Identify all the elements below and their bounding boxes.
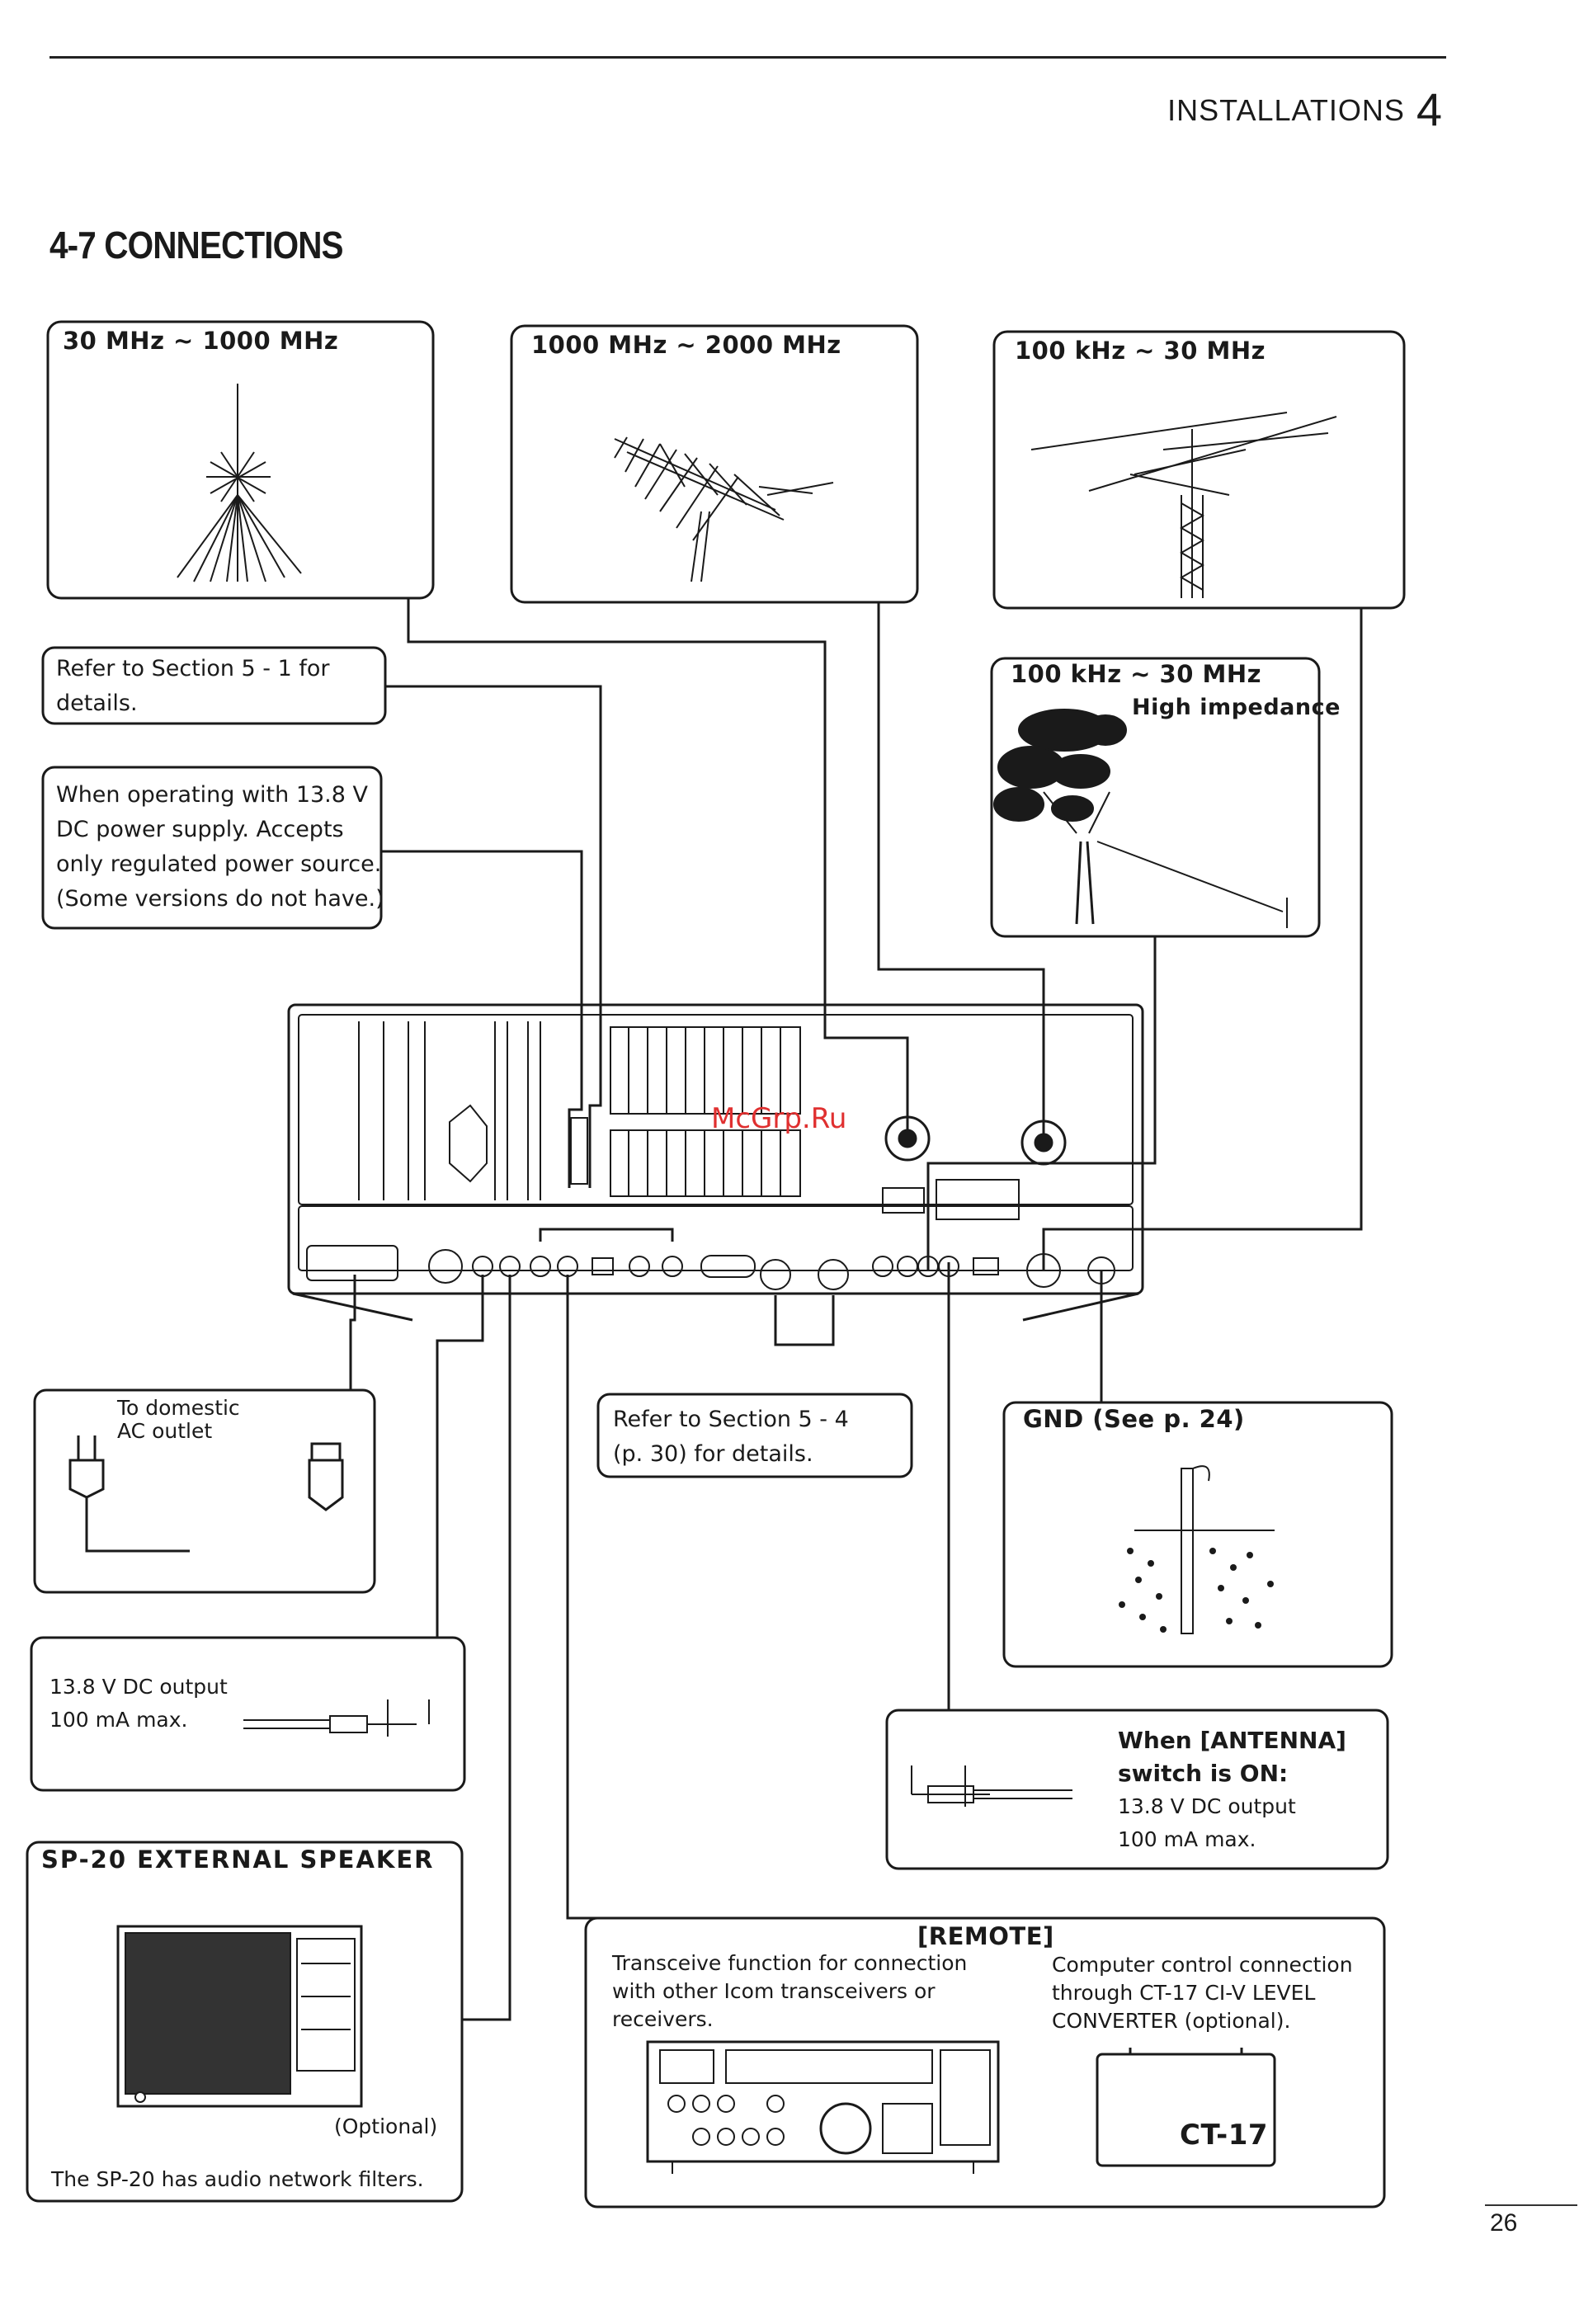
remote-left-line: Transceive function for connection xyxy=(612,1951,968,1975)
antenna-switch-line: 13.8 V DC output xyxy=(1118,1794,1296,1818)
wire-speaker xyxy=(462,1275,511,2021)
chapter-header: INSTALLATIONS 4 xyxy=(1167,82,1443,136)
dc-output-note: 13.8 V DC output 100 mA max. xyxy=(49,1671,228,1737)
remote-left-text: Transceive function for connection with … xyxy=(612,1949,967,2034)
antenna-switch-line: When [ANTENNA] xyxy=(1118,1727,1346,1754)
longwire-sublabel: High impedance xyxy=(1132,695,1341,720)
ct17-label: CT-17 xyxy=(1180,2119,1269,2152)
page-number-rule xyxy=(1485,2204,1577,2206)
yagi-box xyxy=(992,330,1406,610)
ac-outlet-box xyxy=(33,1388,376,1594)
wire-refer-5-4 xyxy=(774,1295,835,1346)
dc-output-line: 13.8 V DC output xyxy=(49,1675,228,1699)
wire-discone xyxy=(407,598,909,1138)
ac-outlet-line: AC outlet xyxy=(117,1419,213,1443)
page-number: 26 xyxy=(1490,2209,1518,2237)
chapter-title: INSTALLATIONS xyxy=(1167,93,1405,127)
receiver-back-panel xyxy=(287,1003,1144,1322)
transceiver-icon xyxy=(646,2040,1000,2174)
antenna-switch-note: When [ANTENNA] switch is ON: 13.8 V DC o… xyxy=(1118,1724,1346,1856)
speaker-box xyxy=(26,1841,464,2203)
ground-rod-icon xyxy=(1119,1465,1275,1634)
refer-5-1-line: details. xyxy=(56,691,138,716)
antenna-switch-line: switch is ON: xyxy=(1118,1760,1289,1787)
remote-left-line: receivers. xyxy=(612,2007,714,2031)
dc-supply-line: (Some versions do not have.) xyxy=(56,886,384,912)
watermark: McGrp.Ru xyxy=(711,1102,847,1135)
speaker-caption: The SP-20 has audio network filters. xyxy=(51,2167,424,2191)
remote-title: [REMOTE] xyxy=(917,1922,1054,1950)
wire-logperiodic xyxy=(877,602,1045,1143)
wire-yagi xyxy=(1042,608,1363,1270)
wire-ac xyxy=(349,1275,356,1390)
remote-right-line: CONVERTER (optional). xyxy=(1052,2009,1291,2033)
header-rule xyxy=(49,56,1446,59)
discone-label: 30 MHz ~ 1000 MHz xyxy=(63,327,339,355)
refer-5-4-line: (p. 30) for details. xyxy=(613,1441,813,1467)
wire-remote xyxy=(566,1275,689,1920)
ac-plug-icon xyxy=(68,1435,344,1553)
dc-supply-line: only regulated power source. xyxy=(56,851,382,877)
speaker-optional: (Optional) xyxy=(334,2114,438,2138)
dc-supply-line: When operating with 13.8 V xyxy=(56,782,368,808)
ct17-converter-icon xyxy=(1096,2048,1276,2167)
dc-supply-note: When operating with 13.8 V DC power supp… xyxy=(56,778,384,917)
yagi-antenna-icon xyxy=(1030,412,1337,598)
tree-longwire-icon xyxy=(993,709,1288,928)
remote-right-text: Computer control connection through CT-1… xyxy=(1052,1951,1353,2035)
section-title: 4-7 CONNECTIONS xyxy=(49,224,344,266)
antenna-switch-box xyxy=(885,1709,1389,1870)
dc-supply-box xyxy=(41,766,383,930)
discone-box xyxy=(46,320,435,600)
remote-right-line: through CT-17 CI-V LEVEL xyxy=(1052,1981,1316,2005)
gnd-label: GND (See p. 24) xyxy=(1023,1405,1245,1433)
remote-right-line: Computer control connection xyxy=(1052,1953,1353,1977)
refer-5-1-note: Refer to Section 5 - 1 for details. xyxy=(56,652,330,721)
speaker-title: SP-20 EXTERNAL SPEAKER xyxy=(41,1846,435,1874)
wire-refer-5-1 xyxy=(385,685,602,1188)
ac-outlet-line: To domestic xyxy=(117,1396,240,1420)
refer-5-1-line: Refer to Section 5 - 1 for xyxy=(56,656,330,681)
remote-left-line: with other Icom transceivers or xyxy=(612,1979,936,2003)
log-periodic-antenna-icon xyxy=(614,436,834,582)
longwire-label: 100 kHz ~ 30 MHz xyxy=(1011,660,1262,688)
yagi-label: 100 kHz ~ 30 MHz xyxy=(1015,337,1266,365)
antenna-switch-line: 100 mA max. xyxy=(1118,1827,1256,1851)
speaker-icon xyxy=(116,1925,363,2108)
discone-antenna-icon xyxy=(177,384,302,582)
remote-box xyxy=(584,1916,1386,2209)
antenna-dc-plug-icon xyxy=(911,1765,1072,1807)
dc-output-line: 100 mA max. xyxy=(49,1708,188,1732)
dc-supply-line: DC power supply. Accepts xyxy=(56,817,344,842)
refer-5-4-note: Refer to Section 5 - 4 (p. 30) for detai… xyxy=(613,1402,849,1472)
chapter-number: 4 xyxy=(1416,83,1443,135)
wire-longwire xyxy=(926,936,1157,1270)
wire-dc-output xyxy=(436,1275,484,1638)
wire-dc-supply xyxy=(381,850,583,1188)
logperiodic-box xyxy=(510,324,919,604)
log-periodic-label: 1000 MHz ~ 2000 MHz xyxy=(531,331,841,359)
ac-outlet-note: To domestic AC outlet xyxy=(117,1397,240,1443)
refer-5-4-line: Refer to Section 5 - 4 xyxy=(613,1407,849,1432)
gnd-box xyxy=(1002,1401,1393,1668)
dc-output-box xyxy=(30,1636,466,1792)
dc-plug-icon xyxy=(243,1699,430,1737)
refer-5-4-box xyxy=(596,1393,913,1478)
